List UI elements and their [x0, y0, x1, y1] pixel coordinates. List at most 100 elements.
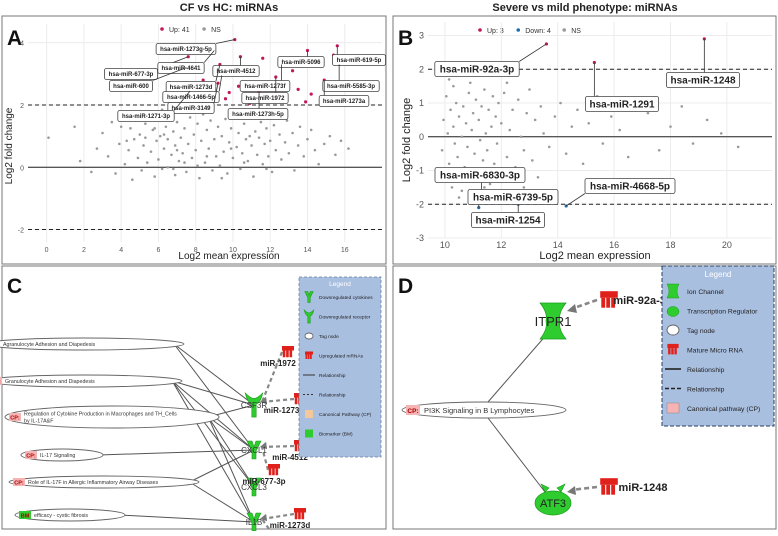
y-tick-label: 2 [419, 64, 424, 74]
point-ns [207, 147, 211, 150]
point-ns [226, 172, 229, 175]
point-ns [199, 139, 203, 143]
legend-marker [562, 28, 566, 32]
point-ns [106, 155, 110, 158]
mirna-node [600, 291, 618, 298]
point-ns [447, 162, 451, 166]
badge-text: CP: [10, 416, 20, 422]
mirna-edge [260, 351, 284, 403]
point-ns [257, 136, 261, 139]
cp-badge [9, 413, 21, 421]
y-tick-label: -2 [18, 228, 24, 235]
point-up [201, 78, 205, 82]
point-up [227, 90, 231, 95]
point-ns [525, 111, 528, 115]
point-ns [553, 115, 557, 118]
point-ns [539, 105, 543, 108]
point-ns [461, 105, 465, 108]
point-ns [457, 196, 461, 199]
label-box [104, 68, 158, 80]
label-leader [218, 75, 223, 92]
mirna-arrowhead [260, 442, 267, 449]
mirna-label: miR-677-3p [242, 477, 285, 486]
point-ns [691, 142, 695, 145]
legend-label: Tag node [687, 328, 715, 335]
legend-label: NS [571, 28, 581, 35]
label-box [277, 56, 325, 68]
gene-ion-channel [539, 302, 567, 340]
point-ns [240, 151, 244, 155]
point-ns [173, 173, 177, 177]
point-ns [680, 105, 684, 108]
cp-badge [25, 451, 37, 459]
label-box [666, 72, 741, 88]
regulator-horns [540, 483, 566, 493]
point-ns [185, 170, 188, 174]
point-ns [347, 147, 350, 150]
gene-cytokine [246, 440, 262, 460]
badge-text: CP: [407, 408, 418, 415]
mirna-label: miR-1248 [619, 482, 668, 494]
point-ns [457, 115, 461, 118]
legend-icon [667, 343, 679, 349]
legend-icon [303, 308, 315, 324]
label-text: hsa-miR-3149 [171, 106, 211, 112]
point-ns [270, 170, 274, 174]
point-ns [313, 148, 317, 152]
point-ns [162, 133, 166, 136]
legend-label: Biomarker (BM) [319, 432, 353, 438]
point-ns [205, 155, 209, 158]
pathway-node [4, 405, 220, 429]
point-ns [101, 131, 104, 135]
point-ns [477, 118, 481, 122]
point-ns [456, 155, 459, 159]
point-ns [95, 147, 99, 150]
point-up [261, 56, 265, 60]
label-box [241, 92, 289, 104]
point-ns [453, 142, 457, 145]
label-leader [565, 193, 586, 207]
label-box [157, 62, 205, 74]
point-ns [194, 148, 197, 152]
point-ns [246, 159, 250, 163]
panel-a-ylabel: Log2 fold change [4, 107, 15, 184]
mirna-label: miR-4512 [272, 453, 308, 462]
point-ns [576, 108, 579, 112]
relationship-edge [487, 417, 546, 493]
label-box [434, 167, 526, 183]
panel-b-letter: B [398, 27, 413, 50]
mirna-node-leg [601, 297, 606, 308]
point-ns [237, 131, 240, 135]
panel-a-labels: hsa-miR-1273g-5phsa-miR-677-3phsa-miR-46… [104, 39, 386, 122]
point-ns [280, 158, 283, 161]
legend-icon [666, 402, 680, 414]
point-ns [485, 148, 489, 152]
point-ns [153, 127, 156, 130]
x-tick-label: 18 [665, 240, 675, 250]
legend-box [298, 276, 382, 458]
mirna-arrowhead [260, 514, 267, 521]
legend-label: Upregulated mRNAs [319, 354, 364, 360]
mirna-node-leg [611, 484, 616, 495]
mirna-label: miR-1273h-5p [264, 406, 317, 415]
point-ns [283, 141, 287, 144]
point-ns [502, 91, 506, 95]
x-tick-label: 6 [156, 247, 160, 254]
point-ns [90, 170, 93, 174]
mirna-node-leg [289, 350, 293, 358]
panel-d: D CP:PI3K Signaling in B LymphocytesITPR… [392, 265, 777, 530]
legend-label: Tag node [319, 334, 339, 340]
legend-label: Downregulated cytokines [319, 295, 373, 301]
relationship-edge [171, 380, 255, 488]
gene-transcription-regulator [534, 490, 572, 516]
mirna-arrowhead [567, 304, 577, 313]
point-ns [657, 148, 661, 152]
gene-label: IL1B [246, 518, 262, 527]
point-ns [123, 162, 127, 166]
point-ns [473, 152, 476, 155]
cp-badge [13, 478, 25, 486]
gene-label: ITPR1 [535, 314, 572, 329]
label-text: hsa-miR-1273a [323, 99, 366, 105]
